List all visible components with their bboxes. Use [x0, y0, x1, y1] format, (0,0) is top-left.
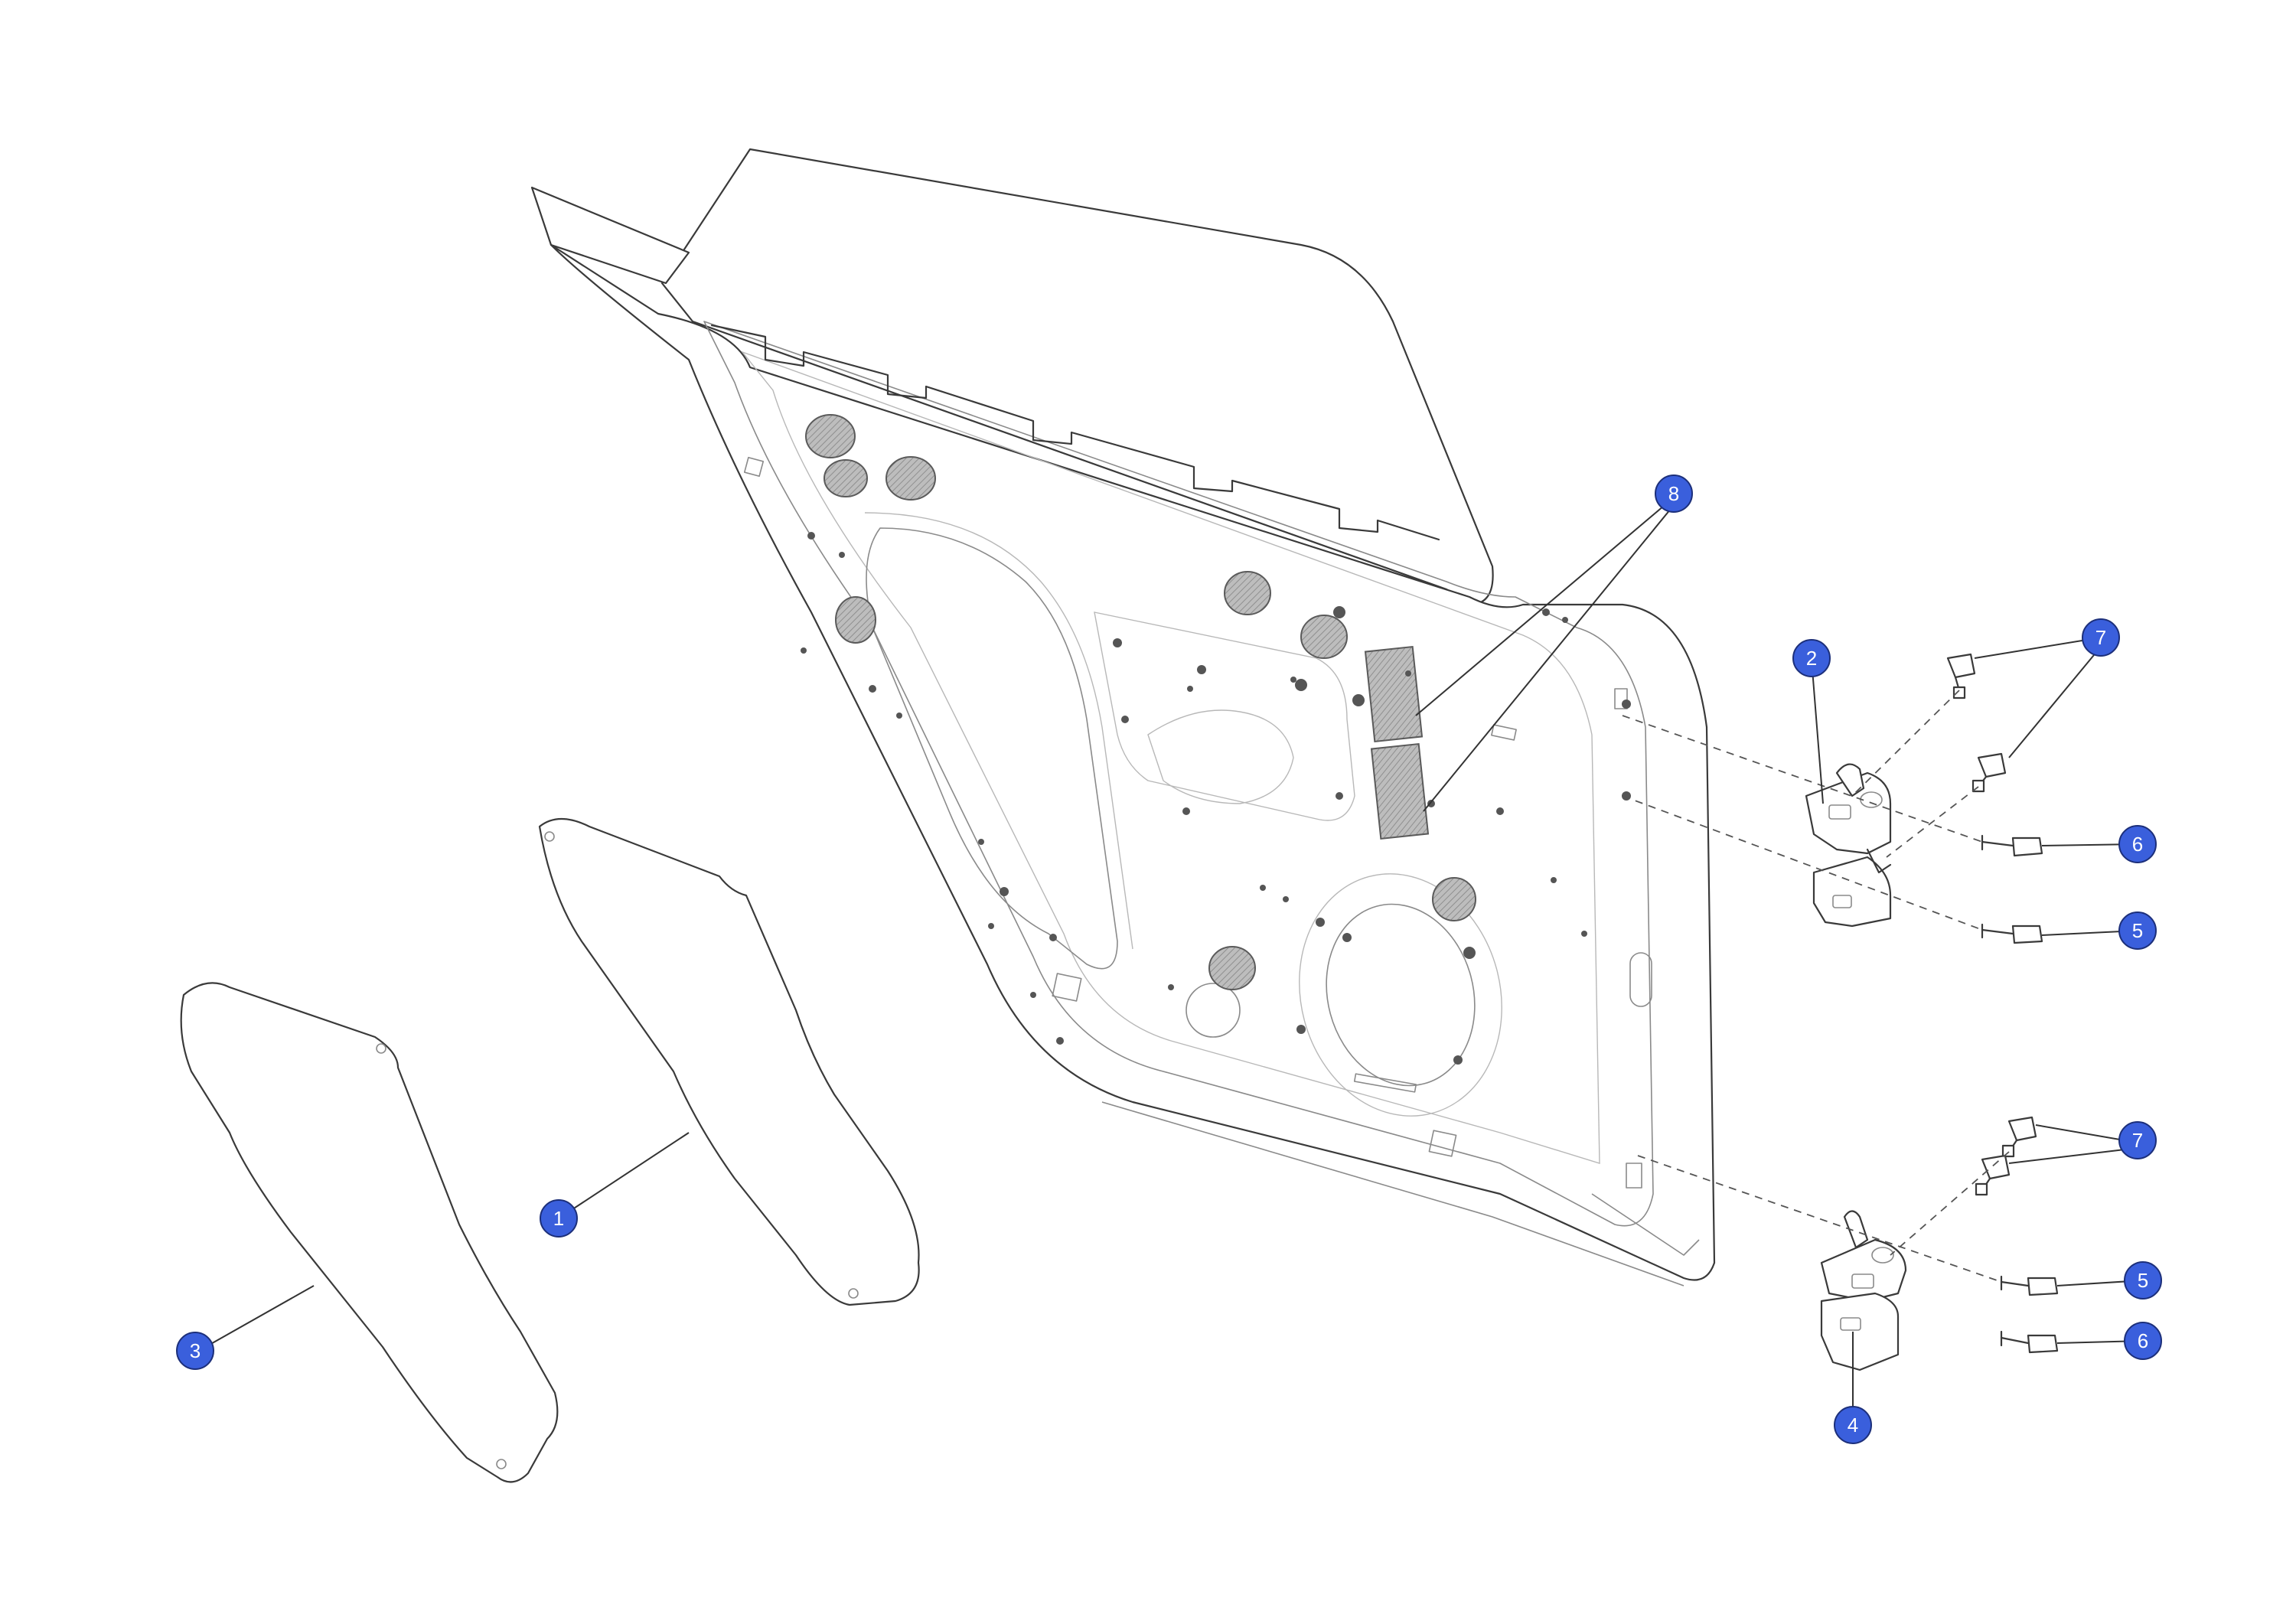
callout-3-label: 3 — [190, 1339, 201, 1362]
callout-1: 1 — [540, 1199, 578, 1238]
damper-pad-lower — [1370, 742, 1430, 840]
plug — [1432, 877, 1476, 921]
door-shell — [530, 148, 1716, 1286]
door-holes — [801, 532, 1631, 1065]
hinge-lower — [1820, 1210, 1907, 1371]
bolt-lower-7b — [1975, 1154, 2011, 1196]
callout-6-upper-label: 6 — [2132, 833, 2143, 856]
plug — [1224, 571, 1271, 615]
sealing-panel-3 — [180, 982, 559, 1483]
callout-5-upper: 5 — [2118, 911, 2157, 950]
plug — [805, 414, 856, 458]
callout-2: 2 — [1792, 639, 1831, 677]
plug — [1300, 615, 1348, 659]
callout-7-upper: 7 — [2082, 618, 2120, 657]
callout-4-label: 4 — [1848, 1414, 1858, 1436]
callout-8-label: 8 — [1668, 482, 1679, 505]
callout-4: 4 — [1834, 1406, 1872, 1444]
bolt-upper-7a — [1946, 653, 1976, 699]
bolt-lower-6 — [2000, 1330, 2059, 1354]
sealing-panel-1 — [538, 818, 920, 1306]
callout-7-lower-label: 7 — [2132, 1129, 2143, 1152]
callout-2-label: 2 — [1806, 647, 1817, 670]
bolt-lower-7a — [2001, 1116, 2037, 1158]
callout-6-upper: 6 — [2118, 825, 2157, 863]
callout-1-label: 1 — [553, 1207, 564, 1230]
callout-8: 8 — [1655, 474, 1693, 513]
callout-3: 3 — [176, 1332, 214, 1370]
callout-5-lower-label: 5 — [2138, 1269, 2148, 1292]
assembly-lines — [1622, 690, 2010, 1283]
bolt-upper-5 — [1981, 923, 2043, 944]
plug — [1208, 946, 1256, 990]
bolt-lower-5 — [2000, 1275, 2059, 1296]
callout-5-upper-label: 5 — [2132, 919, 2143, 942]
callout-6-lower-label: 6 — [2138, 1329, 2148, 1352]
plug — [823, 459, 868, 497]
plug — [885, 456, 936, 501]
callout-6-lower: 6 — [2124, 1322, 2162, 1360]
hinge-upper — [1805, 763, 1892, 928]
callout-5-lower: 5 — [2124, 1261, 2162, 1300]
plug — [835, 596, 876, 644]
door-plugs — [805, 414, 1476, 990]
bolt-upper-6 — [1981, 834, 2043, 857]
callout-7-upper-label: 7 — [2095, 626, 2106, 649]
callout-7-lower: 7 — [2118, 1121, 2157, 1159]
bolt-upper-7b — [1971, 752, 2007, 793]
damper-pad-upper — [1364, 645, 1424, 743]
